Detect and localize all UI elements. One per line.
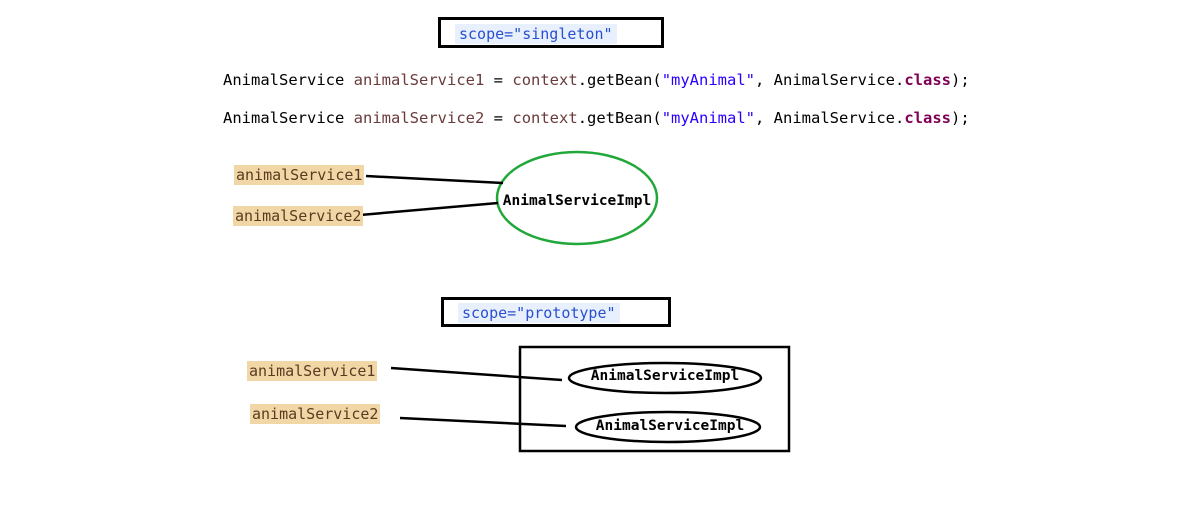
singleton-scope-label: scope="singleton" (455, 24, 617, 44)
code-context: context (512, 71, 578, 89)
prototype-scope-box: scope="prototype" (441, 297, 671, 327)
code-type: AnimalService (223, 109, 345, 127)
singleton-scope-box: scope="singleton" (438, 17, 664, 48)
code-variable: animalService2 (353, 109, 485, 127)
code-call: .getBean( (577, 109, 662, 127)
singleton-instance-label: AnimalServiceImpl (502, 193, 652, 209)
code-call: .getBean( (577, 71, 662, 89)
code-variable: animalService1 (353, 71, 485, 89)
code-line-1: AnimalService animalService1 = context.g… (223, 70, 970, 90)
prototype-ref-2: animalService2 (250, 404, 381, 424)
singleton-instance-ellipse (495, 150, 659, 246)
code-context: context (512, 109, 578, 127)
code-assign: = (493, 71, 504, 89)
code-separator: , AnimalService. (755, 71, 905, 89)
prototype-ref-1: animalService1 (247, 361, 378, 381)
prototype-connector-1 (390, 366, 563, 382)
prototype-instance-label-1: AnimalServiceImpl (590, 368, 740, 384)
code-end: ); (951, 109, 970, 127)
code-type: AnimalService (223, 71, 345, 89)
code-keyword: class (904, 109, 951, 127)
code-string-arg: "myAnimal" (661, 109, 756, 127)
code-string-arg: "myAnimal" (661, 71, 756, 89)
prototype-container (518, 345, 791, 453)
singleton-ref-1: animalService1 (234, 165, 365, 185)
singleton-ref-2: animalService2 (233, 206, 364, 226)
prototype-instance-ellipse-1 (567, 361, 763, 395)
code-end: ); (951, 71, 970, 89)
code-keyword: class (904, 71, 951, 89)
code-line-2: AnimalService animalService2 = context.g… (223, 108, 970, 128)
prototype-instance-label-2: AnimalServiceImpl (595, 418, 745, 434)
singleton-connector-2 (359, 201, 499, 217)
prototype-instance-ellipse-2 (574, 410, 762, 444)
singleton-connector-1 (365, 174, 504, 185)
prototype-connector-2 (399, 416, 567, 428)
prototype-scope-label: scope="prototype" (458, 303, 620, 323)
code-separator: , AnimalService. (755, 109, 905, 127)
code-assign: = (493, 109, 504, 127)
